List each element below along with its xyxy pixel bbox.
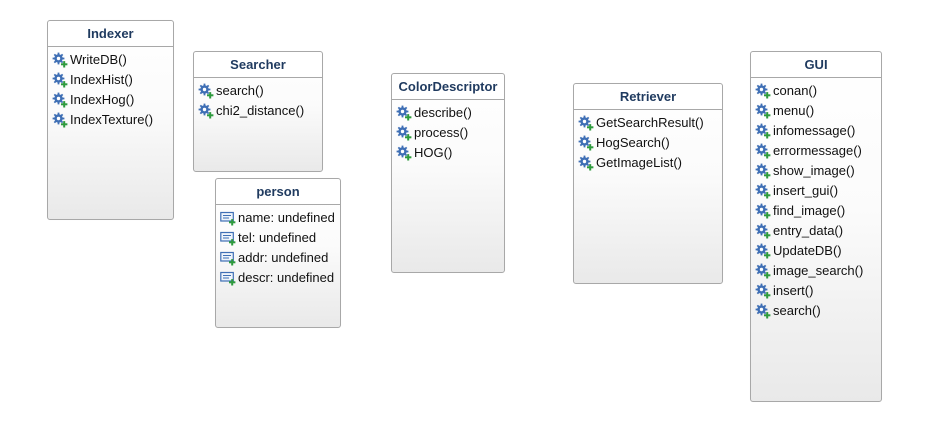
method-label: show_image() bbox=[773, 163, 855, 178]
method-item[interactable]: conan() bbox=[751, 81, 881, 101]
attribute-item[interactable]: descr: undefined bbox=[216, 268, 340, 288]
class-title: Searcher bbox=[194, 52, 322, 78]
method-item[interactable]: IndexHog() bbox=[48, 90, 173, 110]
method-item[interactable]: IndexHist() bbox=[48, 70, 173, 90]
class-box-searcher[interactable]: Searcher search() chi2_distance() bbox=[193, 51, 323, 172]
method-gear-icon bbox=[396, 145, 412, 161]
method-label: HogSearch() bbox=[596, 135, 670, 150]
method-item[interactable]: WriteDB() bbox=[48, 50, 173, 70]
method-label: IndexHog() bbox=[70, 92, 135, 107]
method-gear-icon bbox=[755, 143, 771, 159]
class-box-retriever[interactable]: Retriever GetSearchResult() HogSearch() … bbox=[573, 83, 723, 284]
method-label: conan() bbox=[773, 83, 818, 98]
method-gear-icon bbox=[396, 125, 412, 141]
method-gear-icon bbox=[755, 263, 771, 279]
method-gear-icon bbox=[755, 83, 771, 99]
method-gear-icon bbox=[755, 303, 771, 319]
class-title: ColorDescriptor bbox=[392, 74, 504, 100]
method-gear-icon bbox=[755, 183, 771, 199]
method-gear-icon bbox=[755, 243, 771, 259]
attribute-label: tel: undefined bbox=[238, 230, 317, 245]
method-label: infomessage() bbox=[773, 123, 856, 138]
method-label: entry_data() bbox=[773, 223, 844, 238]
method-label: insert_gui() bbox=[773, 183, 839, 198]
method-label: process() bbox=[414, 125, 469, 140]
method-item[interactable]: errormessage() bbox=[751, 141, 881, 161]
method-label: IndexHist() bbox=[70, 72, 133, 87]
method-item[interactable]: find_image() bbox=[751, 201, 881, 221]
method-item[interactable]: menu() bbox=[751, 101, 881, 121]
method-label: find_image() bbox=[773, 203, 846, 218]
method-label: WriteDB() bbox=[70, 52, 127, 67]
method-item[interactable]: process() bbox=[392, 123, 504, 143]
method-item[interactable]: chi2_distance() bbox=[194, 101, 322, 121]
method-gear-icon bbox=[198, 103, 214, 119]
attribute-field-icon bbox=[220, 250, 236, 266]
class-box-gui[interactable]: GUI conan() menu() infomessage() errorme… bbox=[750, 51, 882, 402]
method-label: GetImageList() bbox=[596, 155, 682, 170]
method-item[interactable]: GetSearchResult() bbox=[574, 113, 722, 133]
method-gear-icon bbox=[52, 72, 68, 88]
method-item[interactable]: UpdateDB() bbox=[751, 241, 881, 261]
method-item[interactable]: describe() bbox=[392, 103, 504, 123]
method-label: menu() bbox=[773, 103, 815, 118]
method-item[interactable]: insert_gui() bbox=[751, 181, 881, 201]
method-gear-icon bbox=[52, 52, 68, 68]
method-gear-icon bbox=[396, 105, 412, 121]
method-item[interactable]: search() bbox=[751, 301, 881, 321]
method-gear-icon bbox=[755, 223, 771, 239]
method-gear-icon bbox=[52, 112, 68, 128]
method-label: insert() bbox=[773, 283, 814, 298]
class-box-indexer[interactable]: Indexer WriteDB() IndexHist() IndexHog()… bbox=[47, 20, 174, 220]
method-item[interactable]: HogSearch() bbox=[574, 133, 722, 153]
attribute-label: addr: undefined bbox=[238, 250, 329, 265]
method-item[interactable]: image_search() bbox=[751, 261, 881, 281]
method-label: UpdateDB() bbox=[773, 243, 842, 258]
method-item[interactable]: entry_data() bbox=[751, 221, 881, 241]
method-item[interactable]: IndexTexture() bbox=[48, 110, 173, 130]
method-gear-icon bbox=[755, 103, 771, 119]
class-box-person[interactable]: person name: undefined tel: undefined ad… bbox=[215, 178, 341, 328]
method-gear-icon bbox=[755, 163, 771, 179]
attribute-label: name: undefined bbox=[238, 210, 335, 225]
method-gear-icon bbox=[755, 283, 771, 299]
attribute-label: descr: undefined bbox=[238, 270, 335, 285]
class-title: Retriever bbox=[574, 84, 722, 110]
method-label: search() bbox=[773, 303, 821, 318]
method-item[interactable]: infomessage() bbox=[751, 121, 881, 141]
method-gear-icon bbox=[198, 83, 214, 99]
attribute-field-icon bbox=[220, 270, 236, 286]
method-gear-icon bbox=[578, 115, 594, 131]
attribute-field-icon bbox=[220, 230, 236, 246]
class-box-colordescriptor[interactable]: ColorDescriptor describe() process() HOG… bbox=[391, 73, 505, 273]
method-label: describe() bbox=[414, 105, 472, 120]
attribute-item[interactable]: addr: undefined bbox=[216, 248, 340, 268]
class-title: person bbox=[216, 179, 340, 205]
method-item[interactable]: insert() bbox=[751, 281, 881, 301]
method-gear-icon bbox=[578, 135, 594, 151]
attribute-item[interactable]: name: undefined bbox=[216, 208, 340, 228]
class-title: GUI bbox=[751, 52, 881, 78]
method-label: errormessage() bbox=[773, 143, 862, 158]
method-item[interactable]: show_image() bbox=[751, 161, 881, 181]
method-label: chi2_distance() bbox=[216, 103, 305, 118]
method-label: IndexTexture() bbox=[70, 112, 154, 127]
method-item[interactable]: HOG() bbox=[392, 143, 504, 163]
class-title: Indexer bbox=[48, 21, 173, 47]
attribute-field-icon bbox=[220, 210, 236, 226]
attribute-item[interactable]: tel: undefined bbox=[216, 228, 340, 248]
method-gear-icon bbox=[755, 123, 771, 139]
method-label: GetSearchResult() bbox=[596, 115, 704, 130]
method-item[interactable]: GetImageList() bbox=[574, 153, 722, 173]
method-item[interactable]: search() bbox=[194, 81, 322, 101]
method-label: image_search() bbox=[773, 263, 864, 278]
method-gear-icon bbox=[755, 203, 771, 219]
method-gear-icon bbox=[52, 92, 68, 108]
method-label: HOG() bbox=[414, 145, 453, 160]
method-gear-icon bbox=[578, 155, 594, 171]
method-label: search() bbox=[216, 83, 264, 98]
